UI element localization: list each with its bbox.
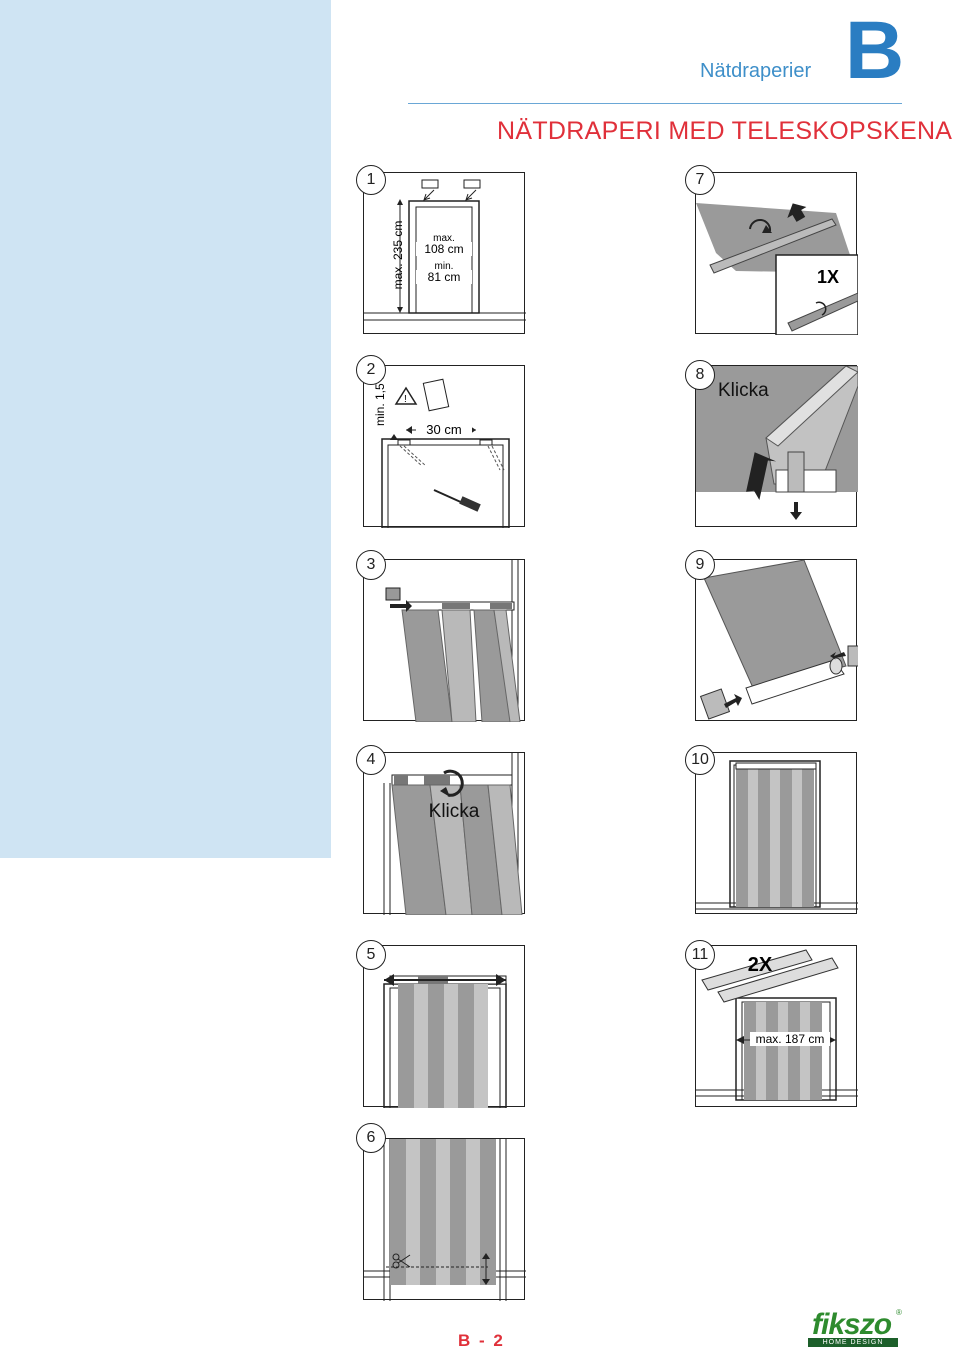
step-2-number: 2 — [356, 355, 386, 385]
logo-wordmark: fikszo — [812, 1308, 892, 1341]
step-3-panel — [363, 559, 525, 722]
step-11-panel: 2X max. 187 cm — [695, 945, 858, 1107]
header-divider — [408, 103, 902, 104]
page-number: B - 2 — [458, 1331, 505, 1350]
step-6-panel — [363, 1138, 526, 1301]
step-10-number: 10 — [685, 745, 715, 775]
step-4-panel: Klicka — [363, 752, 525, 915]
width-label: 30 cm — [416, 422, 472, 437]
section-letter: B — [845, 5, 905, 96]
step-9-number: 9 — [685, 550, 715, 580]
step-7-panel: 1X — [695, 172, 858, 335]
step-11-number: 11 — [685, 940, 715, 970]
sidebar-panel — [0, 0, 331, 858]
max-label: max. — [433, 233, 455, 244]
step-4-number: 4 — [356, 745, 386, 775]
step-5-number: 5 — [356, 940, 386, 970]
max-value: 108 cm — [416, 242, 472, 256]
height-label: max. 235 cm — [391, 220, 405, 290]
step-1-panel: max. 235 cm max. 108 cm min. 81 cm — [363, 172, 526, 334]
logo-tagline: HOME DESIGN — [808, 1338, 898, 1347]
step-7-number: 7 — [685, 165, 715, 195]
max-width-label: max. 187 cm — [750, 1032, 830, 1046]
quantity-label: 1X — [816, 267, 840, 287]
category-title: Nätdraperier — [700, 60, 812, 82]
click-label: Klicka — [718, 380, 769, 401]
min-label: min. — [434, 261, 454, 272]
svg-text:!: ! — [404, 394, 407, 405]
quantity-label: 2X — [747, 954, 773, 976]
step-3-number: 3 — [356, 550, 386, 580]
min-value: 81 cm — [416, 270, 472, 284]
click-label: Klicka — [428, 801, 480, 822]
brand-logo: fikszo HOME DESIGN ® — [808, 1308, 902, 1348]
step-1-number: 1 — [356, 165, 386, 195]
registered-mark: ® — [896, 1308, 902, 1317]
step-6-number: 6 — [356, 1123, 386, 1153]
step-5-panel — [363, 945, 525, 1108]
step-8-panel: Klicka — [695, 365, 858, 527]
step-2-panel: ! min. 1,5 cm 30 cm — [363, 364, 525, 528]
step-8-number: 8 — [685, 360, 715, 390]
step-10-panel — [695, 752, 858, 914]
step-9-panel — [695, 559, 858, 721]
page-title: NÄTDRAPERI MED TELESKOPSKENA — [497, 117, 953, 145]
